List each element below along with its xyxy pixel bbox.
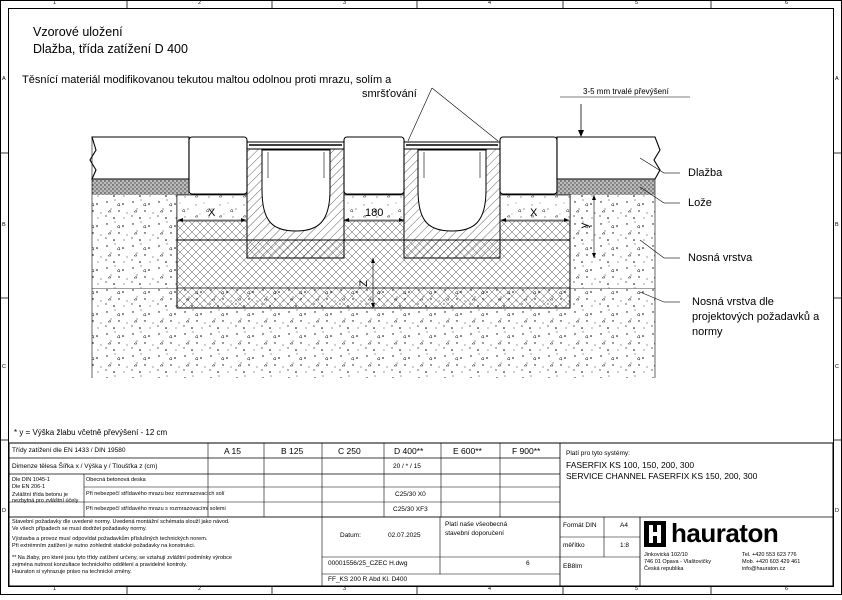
frost-without-salt-label: Při nebezpečí střídavého mrazu bez rozmr… <box>86 491 225 497</box>
address-line-3: Česká republika <box>644 566 684 572</box>
author-code: EB8lm <box>563 563 583 570</box>
frost-with-salt-value: C25/30 XF3 <box>393 506 428 513</box>
date-value: 02.07.2025 <box>388 532 421 539</box>
base-layer-project-line-1: Nosná vrstva dle <box>692 296 774 308</box>
file-name: 00001556/25_CZEC H.dwg <box>328 560 408 567</box>
note-line-5: ** Na žlaby, pro které jsou tyto třídy z… <box>12 555 232 561</box>
section-drawing <box>89 87 690 378</box>
base-layer-label: Nosná vrstva <box>688 252 753 264</box>
concrete-norm-en: Dle EN 206-1 <box>12 484 46 490</box>
concrete-special-line-1: Zvláštní třída betonu je <box>12 492 68 498</box>
note-line-2: Ve všech případech se musí dodržet požad… <box>12 526 147 532</box>
mobile-line: Mob. +420 603 429 461 <box>742 559 801 565</box>
recommendation-line-1: Platí naše všeobecná <box>445 521 508 528</box>
grid-row-label: C <box>835 364 839 370</box>
document-code: FF_KS 200 R Abd Kl. D400 <box>328 576 408 583</box>
note-line-3: Výstavba a provoz musí odpovídat požadav… <box>12 536 208 542</box>
email-link[interactable]: info@hauraton.cz <box>742 566 786 572</box>
load-class-cell: D 400** <box>394 446 424 456</box>
grid-column-label: 4 <box>488 0 492 6</box>
dimension-row-value: 20 / * / 15 <box>393 463 421 470</box>
grid-column-label: 5 <box>635 0 639 6</box>
scale-label: měřítko <box>563 542 585 549</box>
grid-column-label: 6 <box>785 0 789 6</box>
address-line-2: 746 01 Opava - Vlaštovičky <box>644 559 711 565</box>
dimension-x-right: X <box>530 207 538 219</box>
grid-column-label: 1 <box>53 0 57 6</box>
grid-column-label: 1 <box>53 586 57 592</box>
frost-with-salt-label: Při nebezpečí střídavého mrazu s rozmraz… <box>86 506 226 512</box>
footnote: * y = Výška žlabu včetně převýšení - 12 … <box>14 428 168 437</box>
dimension-y: y <box>578 222 591 229</box>
dimension-180: 180 <box>365 207 384 219</box>
grid-column-label: 3 <box>343 586 347 592</box>
scale-value: 1:8 <box>620 542 630 549</box>
note-line-4: Při extrémním zatížení je nutno zohledni… <box>12 543 196 549</box>
phone-line: Tel. +420 553 623 776 <box>742 552 797 558</box>
elevation-label: 3-5 mm trvalé převýšení <box>583 87 669 96</box>
paving-label: Dlažba <box>688 167 723 179</box>
dimension-x-left: X <box>208 207 216 219</box>
grid-column-label: 3 <box>343 0 347 6</box>
recommendation-line-2: stavební doporučení <box>445 530 504 537</box>
load-class-cell: A 15 <box>224 446 242 456</box>
load-class-cell: B 125 <box>281 446 304 456</box>
format-value: A4 <box>620 522 628 529</box>
grid-row-label: D <box>835 508 839 514</box>
note-line-1: Stavební požadavky dle uvedené normy. Uv… <box>12 519 230 525</box>
grid-row-label: A <box>2 76 6 82</box>
address-line-1: Jinkovická 102/10 <box>644 552 688 558</box>
sheet-number: 6 <box>526 560 530 567</box>
bedding-label: Lože <box>688 197 712 209</box>
grid-column-label: 5 <box>635 586 639 592</box>
dimension-row-label: Dimenze tělesa Šířka x / Výška y / Tlouš… <box>12 463 158 470</box>
base-layer-project-line-3: normy <box>692 326 723 338</box>
load-class-cell: E 600** <box>453 446 482 456</box>
hauraton-logo: hauraton <box>671 518 779 548</box>
date-label: Datum: <box>340 532 361 539</box>
frost-without-salt-value: C25/30 X0 <box>395 491 426 498</box>
sealant-label-line-1: Těsnící materiál modifikovanou tekutou m… <box>22 74 392 86</box>
note-line-6: zejména nutnost konzultace technického o… <box>12 562 188 568</box>
sealant-label-line-2: smršťování <box>362 88 417 100</box>
concrete-general-label: Obecná betonová deska <box>86 477 146 483</box>
concrete-norm-din: Dle DIN 1045-1 <box>12 477 50 483</box>
base-layer-project-line-2: projektových požadavků a <box>692 311 820 323</box>
grid-column-label: 2 <box>198 586 202 592</box>
grid-row-label: B <box>2 222 6 228</box>
load-class-header: Třídy zatížení dle EN 1433 / DIN 19580 <box>12 447 126 454</box>
load-class-cell: C 250 <box>338 446 361 456</box>
title-block <box>8 442 834 587</box>
system-service-channel: SERVICE CHANNEL FASERFIX KS 150, 200, 30… <box>566 471 758 481</box>
systems-label: Platí pro tyto systémy: <box>566 450 630 457</box>
grid-row-label: C <box>2 364 6 370</box>
grid-row-label: D <box>2 508 6 514</box>
grid-row-label: A <box>835 76 839 82</box>
concrete-special-line-2: nezbytná pro zvláštní účely <box>12 498 79 504</box>
format-label: Formát DIN <box>563 522 597 529</box>
load-class-cell: F 900** <box>512 446 541 456</box>
grid-row-label: B <box>835 222 839 228</box>
system-faserfix: FASERFIX KS 100, 150, 200, 300 <box>566 460 695 470</box>
note-line-7: Hauraton si vyhrazuje právo na technické… <box>12 569 132 575</box>
dimension-z: Z <box>357 280 370 287</box>
title-line-2: Dlažba, třída zatížení D 400 <box>33 42 188 56</box>
grid-column-label: 4 <box>488 586 492 592</box>
grid-column-label: 2 <box>198 0 202 6</box>
grid-column-label: 6 <box>785 586 789 592</box>
title-line-1: Vzorové uložení <box>33 25 123 39</box>
